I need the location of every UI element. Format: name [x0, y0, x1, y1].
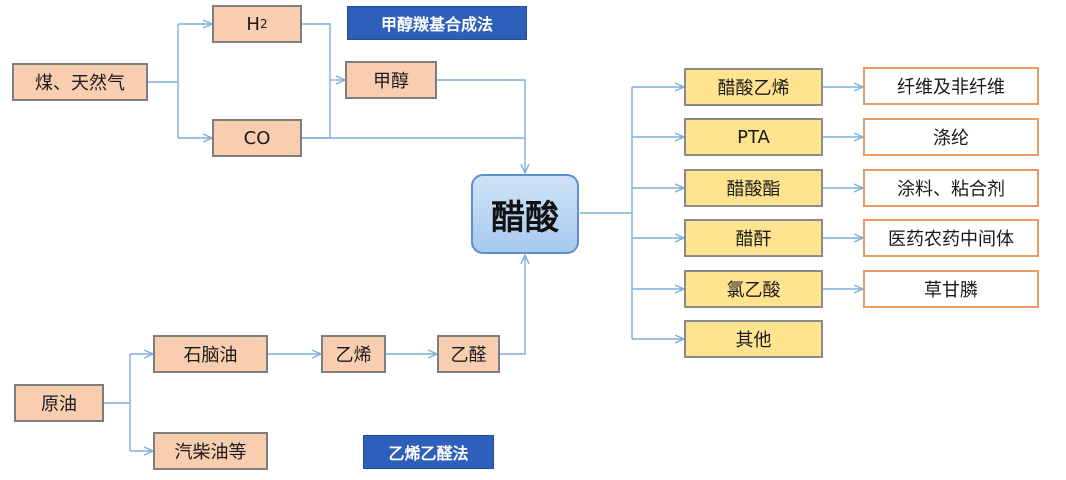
node-acetaldehyde: 乙醛: [437, 335, 500, 373]
node-h2-base: H: [246, 13, 260, 35]
node-diesel-gasoline: 汽柴油等: [153, 432, 268, 470]
method-label-methanol-carbonylation: 甲醇羰基合成法: [347, 6, 527, 40]
product-vinyl-acetate: 醋酸乙烯: [684, 68, 823, 106]
application-coatings-adhesives: 涂料、粘合剂: [863, 169, 1039, 207]
connector-h2-out: [302, 23, 331, 80]
application-fiber: 纤维及非纤维: [863, 67, 1039, 105]
node-acetic-acid: 醋酸: [471, 174, 579, 254]
product-acetic-anhydride: 醋酐: [684, 219, 823, 257]
product-acetate-ester: 醋酸酯: [684, 169, 823, 207]
product-chloroacetic-acid: 氯乙酸: [684, 270, 823, 308]
node-ethylene: 乙烯: [321, 335, 386, 373]
node-co: CO: [212, 119, 302, 157]
connector-methanol-out: [437, 79, 525, 173]
connector-co-up: [302, 80, 331, 139]
product-other: 其他: [684, 320, 823, 358]
application-pharma-intermediates: 医药农药中间体: [863, 219, 1039, 257]
node-methanol: 甲醇: [345, 61, 437, 99]
node-crude-oil: 原油: [14, 384, 104, 422]
node-h2-subscript: 2: [259, 17, 268, 31]
connector-acetaldehyde-out: [500, 255, 525, 355]
application-glyphosate: 草甘膦: [863, 270, 1039, 308]
application-polyester: 涤纶: [863, 118, 1039, 156]
node-naphtha: 石脑油: [153, 335, 268, 373]
node-coal-gas: 煤、天然气: [12, 63, 148, 101]
method-label-ethylene-acetaldehyde: 乙烯乙醛法: [363, 435, 494, 469]
product-pta: PTA: [684, 118, 823, 156]
